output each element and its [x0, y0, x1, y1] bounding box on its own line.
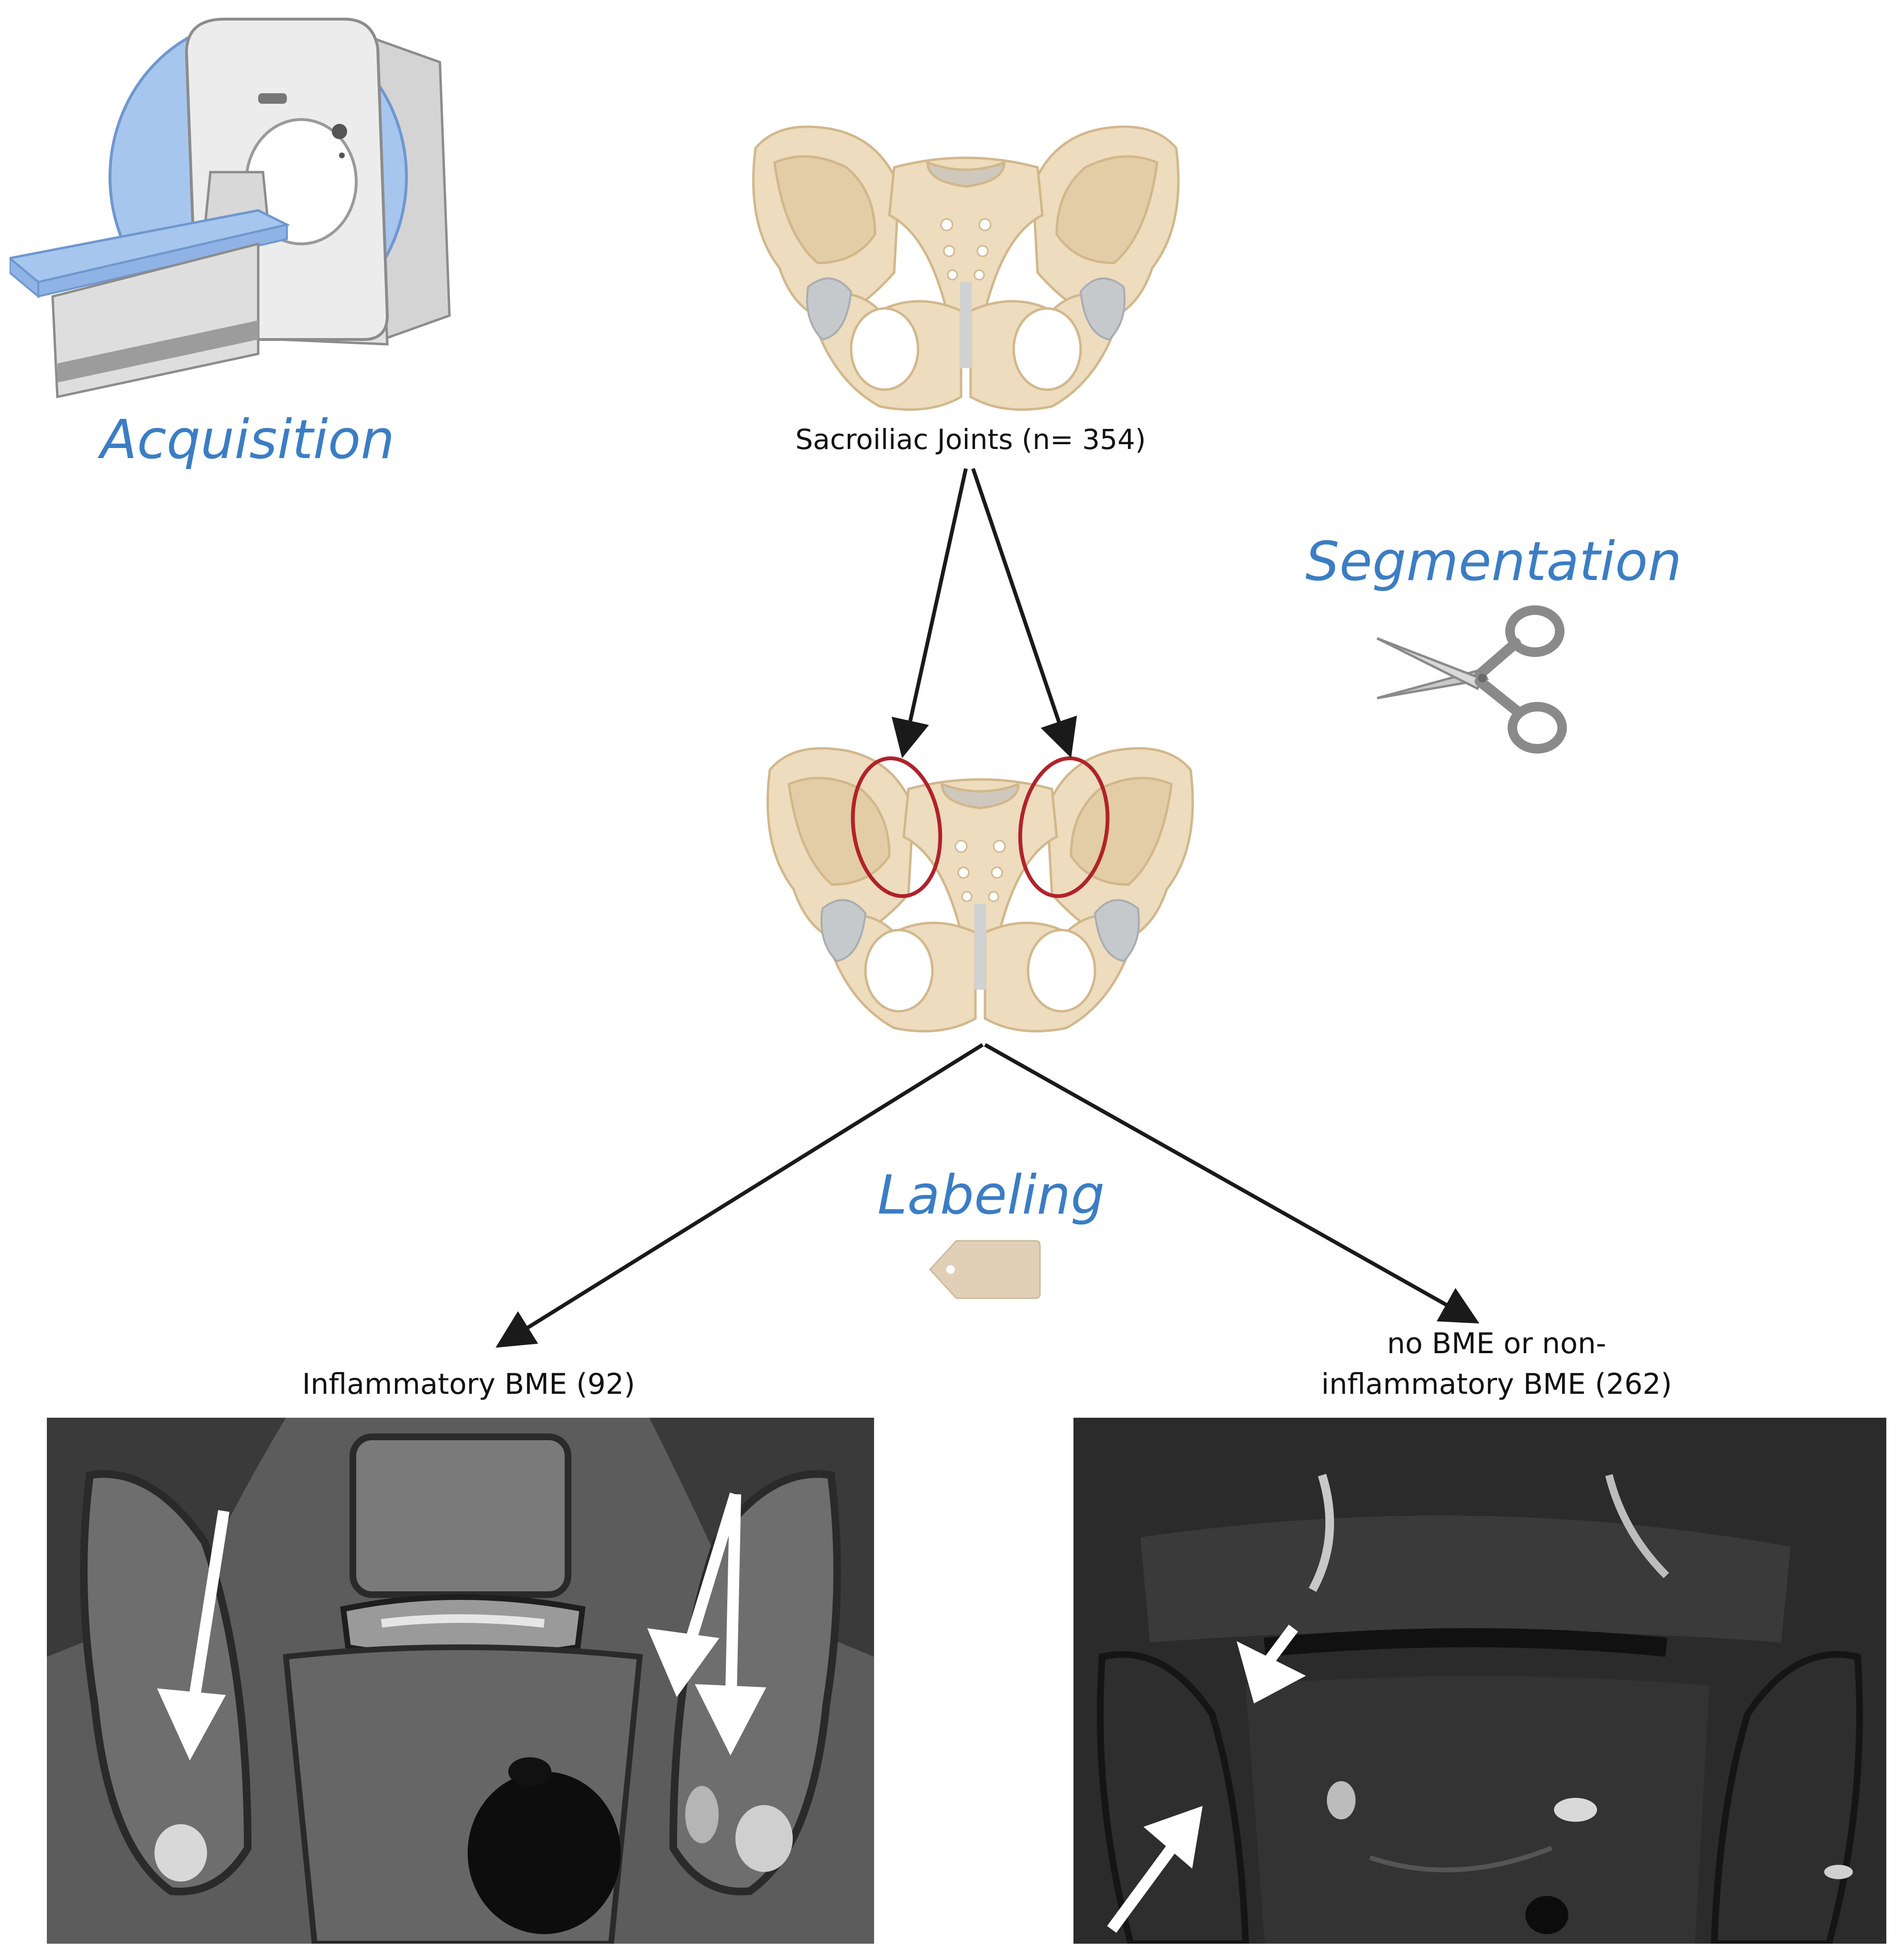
white-arrow-icon: [157, 1492, 766, 1761]
roi-right-si-joint: [1018, 756, 1110, 898]
tag-icon: [929, 1240, 1041, 1299]
roi-left-si-joint: [851, 756, 942, 898]
pelvis-segmented-icon: [766, 747, 1194, 1033]
arrow-root-to-left-joint: [891, 468, 968, 758]
mri-image-inflammatory: [47, 1418, 874, 1944]
class-label-non-inflammatory-line1: no BME or non-: [1387, 1327, 1607, 1360]
arrow-to-non-inflammatory: [984, 1043, 1479, 1324]
class-label-inflammatory: Inflammatory BME (92): [302, 1368, 635, 1401]
mri-image-non-inflammatory: [1073, 1418, 1886, 1944]
stage-title-acquisition: Acquisition: [100, 409, 395, 471]
arrow-to-inflammatory: [495, 1043, 984, 1348]
scissors-icon: [1376, 605, 1567, 754]
root-node-label: Sacroiliac Joints (n= 354): [795, 423, 1146, 456]
mri-scanner-icon: [10, 17, 451, 399]
arrow-root-to-right-joint: [971, 468, 1077, 758]
stage-title-labeling: Labeling: [877, 1164, 1105, 1226]
pelvis-icon: [752, 125, 1180, 411]
class-label-non-inflammatory-line2: inflammatory BME (262): [1321, 1368, 1672, 1401]
white-arrow-icon: [1107, 1624, 1306, 1933]
stage-title-segmentation: Segmentation: [1305, 531, 1682, 593]
